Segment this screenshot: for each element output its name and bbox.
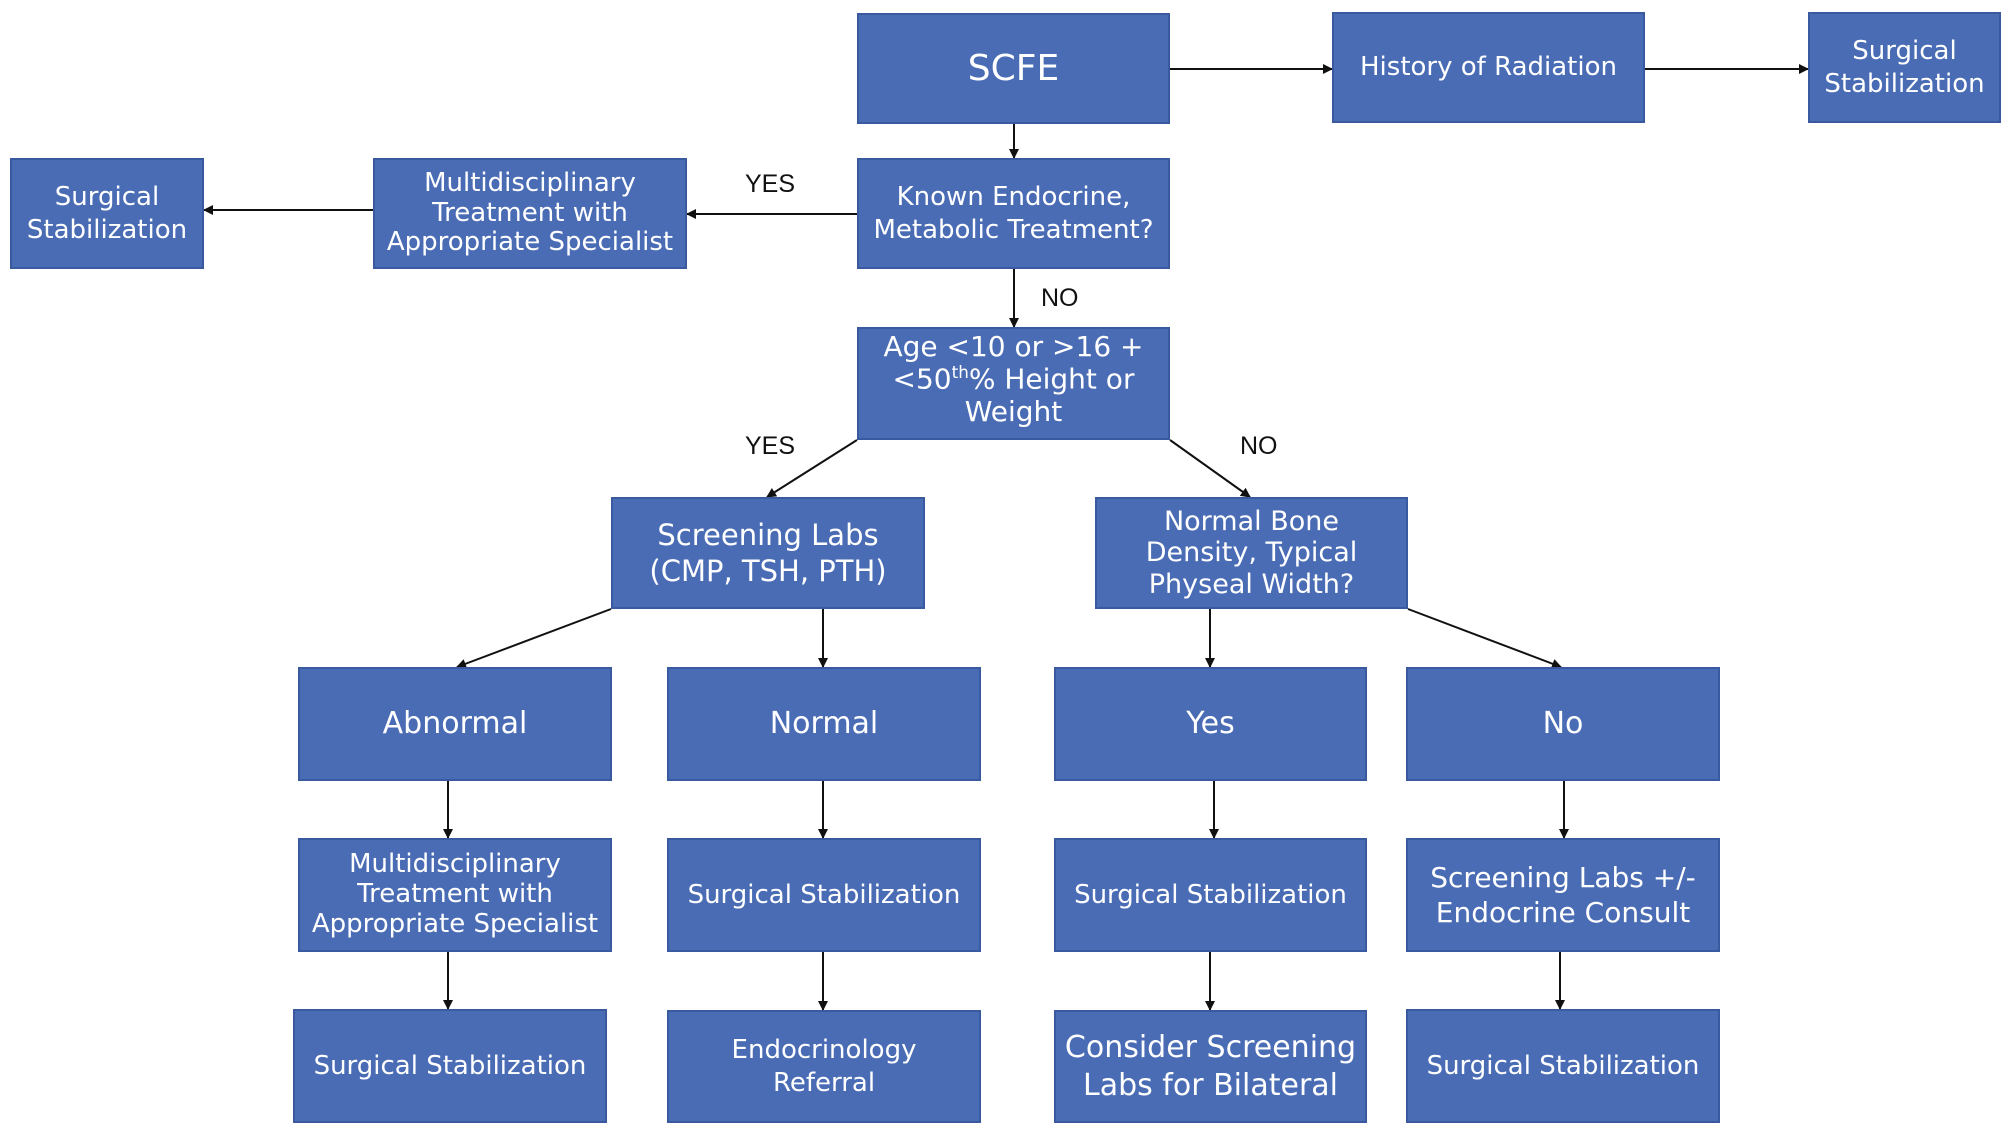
node-label-line: Density, Typical (1145, 537, 1358, 569)
node-surgical-normal-label: Surgical Stabilization (687, 879, 961, 910)
node-label-line: Multidisciplinary (349, 849, 561, 880)
edge-label-no-endocrine: NO (1041, 284, 1079, 312)
edge-label-no-age: NO (1240, 432, 1278, 460)
node-label-line: Metabolic Treatment? (873, 214, 1154, 245)
node-yes: Yes (1054, 667, 1367, 781)
node-label-line: Treatment with (357, 879, 553, 910)
node-label-sup: th (951, 362, 969, 383)
node-surgical-top-right: Surgical Stabilization (1808, 12, 2001, 123)
node-surgical-normal: Surgical Stabilization (667, 838, 981, 952)
node-label-line: Surgical (1852, 36, 1957, 66)
node-label-line: Normal Bone (1163, 506, 1340, 538)
node-surgical-yes: Surgical Stabilization (1054, 838, 1367, 952)
node-surgical-abnormal-final-label: Surgical Stabilization (313, 1050, 587, 1081)
node-label-line: Endocrine Consult (1435, 896, 1691, 929)
node-yes-label: Yes (1186, 706, 1235, 742)
node-label-line: Consider Screening (1064, 1030, 1357, 1065)
node-age-question: Age <10 or >16 + <50th% Height or Weight (857, 327, 1170, 440)
node-surgical-yes-label: Surgical Stabilization (1074, 879, 1347, 910)
edge-label-yes-age: YES (745, 432, 796, 460)
node-label-line: Appropriate Specialist (311, 908, 599, 939)
node-normal-label: Normal (769, 706, 879, 742)
node-screening-labs: Screening Labs (CMP, TSH, PTH) (611, 497, 925, 609)
arrow-age-screening (766, 439, 858, 498)
node-consider-screening: Consider Screening Labs for Bilateral (1054, 1010, 1367, 1123)
node-label-line: (CMP, TSH, PTH) (649, 554, 887, 588)
node-scfe: SCFE (857, 13, 1170, 124)
node-endocrinology-referral: Endocrinology Referral (667, 1010, 981, 1123)
node-label-line: Surgical (54, 182, 160, 212)
edge-label-yes-endocrine: YES (745, 170, 796, 198)
node-label-fragment: % Height or (968, 362, 1135, 396)
node-label-line: Age <10 or >16 + (883, 330, 1144, 363)
node-surgical-top-left: Surgical Stabilization (10, 158, 204, 269)
node-no-label: No (1542, 706, 1584, 742)
arrow-bone-no (1407, 608, 1562, 669)
node-multidisciplinary-top: Multidisciplinary Treatment with Appropr… (373, 158, 687, 269)
node-screening-endocrine: Screening Labs +/- Endocrine Consult (1406, 838, 1720, 952)
node-label-line: Known Endocrine, (896, 182, 1131, 212)
node-normal-bone: Normal Bone Density, Typical Physeal Wid… (1095, 497, 1408, 609)
node-surgical-no-final-label: Surgical Stabilization (1426, 1050, 1700, 1081)
node-label-line: Screening Labs +/- (1430, 861, 1696, 894)
node-label-line: Treatment with (432, 197, 628, 228)
node-label-line: Weight (964, 394, 1063, 428)
node-no: No (1406, 667, 1720, 781)
node-abnormal-label: Abnormal (382, 706, 528, 742)
node-history-radiation: History of Radiation (1332, 12, 1645, 123)
node-label-line: Stabilization (1824, 68, 1985, 99)
node-surgical-no-final: Surgical Stabilization (1406, 1009, 1720, 1123)
node-known-endocrine: Known Endocrine, Metabolic Treatment? (857, 158, 1170, 269)
node-label-line: Appropriate Specialist (386, 227, 674, 258)
node-label-line: Stabilization (26, 214, 188, 245)
node-label-line: <50th% Height or (883, 363, 1143, 396)
node-endocrinology-referral-label: Endocrinology Referral (731, 1035, 917, 1098)
node-scfe-label: SCFE (967, 48, 1060, 89)
arrow-screening-abnormal (456, 608, 612, 669)
node-label-line: Physeal Width? (1148, 568, 1355, 600)
node-label-line: Multidisciplinary (424, 167, 636, 198)
node-label-line: Screening Labs (657, 517, 879, 552)
node-label-fragment: <50 (892, 362, 952, 396)
node-abnormal: Abnormal (298, 667, 612, 781)
node-surgical-abnormal-final: Surgical Stabilization (293, 1009, 607, 1123)
node-history-radiation-label: History of Radiation (1360, 52, 1617, 83)
node-multidisciplinary-bottom: Multidisciplinary Treatment with Appropr… (298, 838, 612, 952)
arrow-age-bone (1169, 439, 1251, 498)
node-normal: Normal (667, 667, 981, 781)
node-label-line: Labs for Bilateral (1083, 1067, 1338, 1103)
